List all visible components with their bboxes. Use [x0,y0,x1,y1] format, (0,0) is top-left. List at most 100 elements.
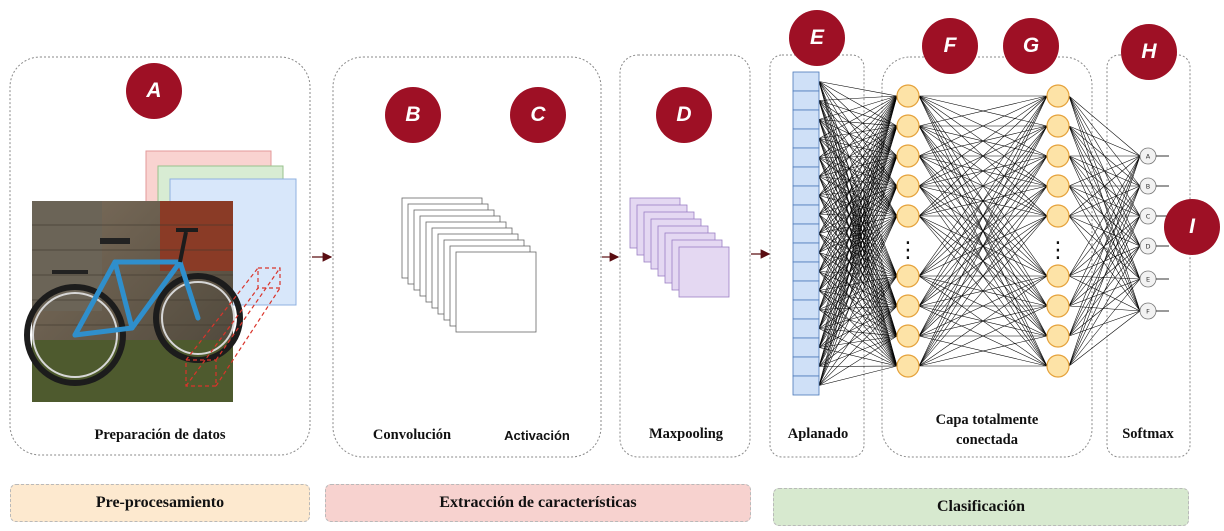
edge [818,252,898,307]
connections [818,81,1141,386]
box-softmax [1106,54,1191,458]
neuron [896,204,920,228]
edge [818,309,898,337]
edge [818,252,898,337]
edge [818,305,898,310]
edge [1068,155,1141,217]
edge [1068,155,1141,307]
edge [918,185,1048,367]
edge [918,275,1048,367]
edge [818,95,898,291]
edge [818,100,898,277]
edge [818,335,898,386]
edge [818,233,898,367]
flatten-cell [792,318,820,339]
neuron [1046,354,1070,378]
phase-preprocesamiento: Pre-procesamiento [10,484,310,522]
convolution-feature-maps [401,197,537,333]
edge [818,155,898,310]
edge [918,95,1048,367]
edge [818,305,898,386]
neuron [1046,294,1070,318]
badge-b: B [385,87,441,143]
edge [818,214,898,277]
edge [918,95,1048,157]
flatten-cell [792,185,820,206]
edge [818,125,898,386]
flatten-cell [792,109,820,130]
edge [818,195,898,277]
edge [818,185,898,272]
flatten-cell [792,71,820,92]
edge [1068,310,1141,367]
edge [818,195,898,367]
edge [818,335,898,348]
edge [818,95,898,196]
edge [818,155,898,329]
edge [818,305,898,367]
output-label: D [1145,243,1150,251]
fc-neurons [896,84,1070,378]
edge [818,155,898,367]
output-label: E [1146,276,1150,284]
edge [918,95,1048,277]
flatten-cell [792,223,820,244]
edge [818,95,898,348]
edge [1068,278,1141,337]
label-softmax: Softmax [1122,426,1174,442]
edge [818,81,898,277]
edge [918,215,1048,367]
neuron [896,84,920,108]
receptive-field [185,267,281,387]
neuron [896,294,920,318]
edge [818,125,898,329]
edge [818,95,898,310]
badge-h: H [1121,24,1177,80]
neuron [1046,324,1070,348]
label-activacion: Activación [504,428,570,443]
phase-extraccion: Extracción de características [325,484,751,522]
edge [818,155,898,291]
edge [1068,155,1141,187]
edge [818,275,898,348]
edge [1068,275,1141,312]
edge [818,215,898,310]
edge [818,275,898,291]
edge [1068,310,1141,337]
box-aplanado [769,54,865,458]
edge [1068,278,1141,367]
edge [818,275,898,367]
neuron [896,144,920,168]
edge [1068,245,1141,367]
edge [818,155,898,253]
output-label: B [1146,183,1150,191]
box-convolucion [332,56,602,458]
edge [818,119,898,277]
badge-e: E [789,10,845,66]
edge [818,155,898,386]
edge [818,81,898,97]
flatten-cell [792,375,820,396]
edge [818,195,898,337]
edge [818,125,898,253]
label-maxpooling: Maxpooling [648,426,724,442]
edge [918,95,1048,217]
neuron [1046,174,1070,198]
neuron [1046,264,1070,288]
edge [1068,125,1141,280]
edge [1068,95,1141,280]
box-maxpooling [619,54,751,458]
flatten-cell [792,261,820,282]
neuron [1046,144,1070,168]
flatten-cell [792,242,820,263]
edge [818,271,898,277]
edge [818,365,898,386]
edge [818,215,898,329]
flatten-cell [792,204,820,225]
edge [818,214,898,367]
edge [1068,155,1141,367]
flatten-cell [792,337,820,358]
edge [818,95,898,120]
